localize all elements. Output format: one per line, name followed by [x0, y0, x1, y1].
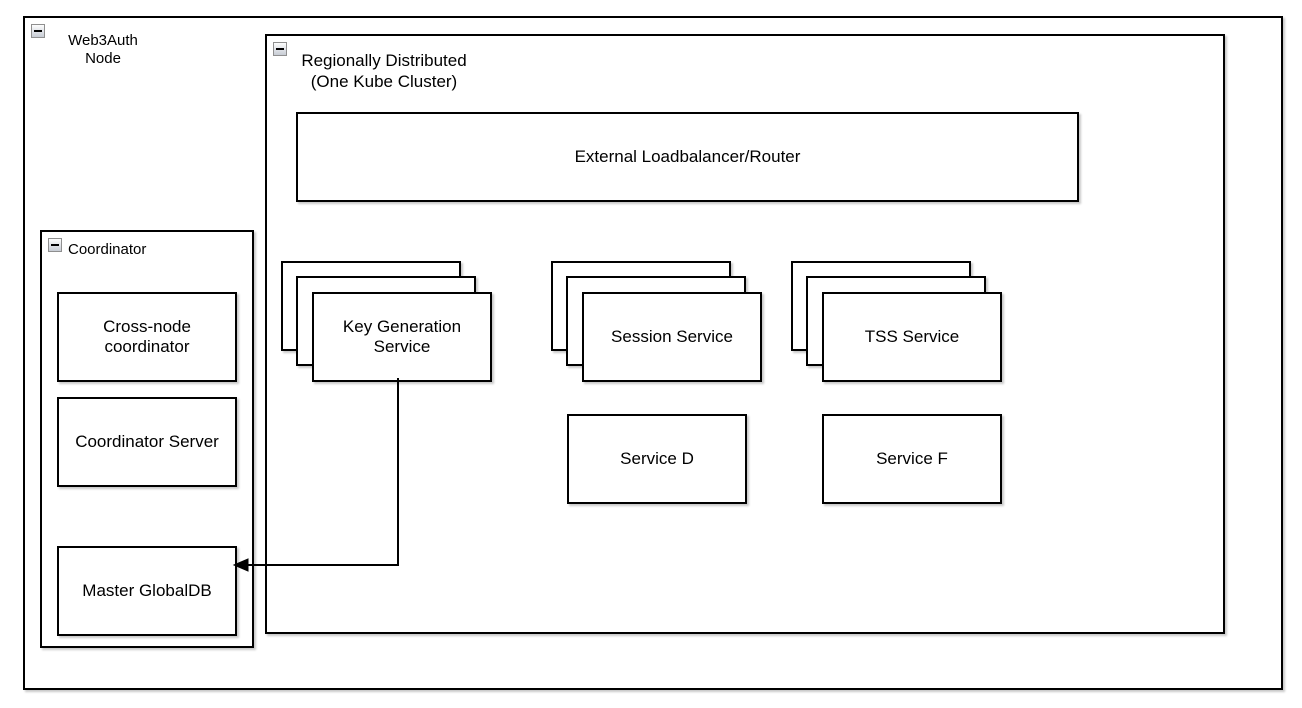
collapse-minus-icon[interactable] — [31, 24, 45, 38]
container-coordinator[interactable]: Coordinator Cross-node coordinator Coord… — [40, 230, 254, 648]
container-web3auth-node-label: Web3Auth Node — [68, 32, 138, 67]
node-service-f[interactable]: Service F — [822, 414, 1002, 504]
node-external-loadbalancer-router[interactable]: External Loadbalancer/Router — [296, 112, 1079, 202]
container-web3auth-node[interactable]: Web3Auth Node Coordinator Cross-node coo… — [23, 16, 1283, 690]
container-regionally-distributed[interactable]: Regionally Distributed (One Kube Cluster… — [265, 34, 1225, 634]
node-label: Coordinator Server — [75, 431, 219, 451]
node-label: Service D — [620, 448, 694, 468]
node-master-globaldb[interactable]: Master GlobalDB — [57, 546, 237, 636]
container-coordinator-label: Coordinator — [68, 241, 147, 258]
node-label: Session Service — [611, 326, 733, 346]
node-session-service[interactable]: Session Service — [582, 292, 762, 382]
node-label: External Loadbalancer/Router — [574, 146, 801, 166]
collapse-minus-icon[interactable] — [273, 42, 287, 56]
node-label: Master GlobalDB — [82, 580, 212, 600]
node-cross-node-coordinator[interactable]: Cross-node coordinator — [57, 292, 237, 382]
node-label: Key Generation Service — [342, 316, 462, 356]
container-regionally-distributed-label: Regionally Distributed (One Kube Cluster… — [301, 51, 467, 92]
node-tss-service[interactable]: TSS Service — [822, 292, 1002, 382]
node-label: Service F — [876, 448, 948, 468]
collapse-minus-icon[interactable] — [48, 238, 62, 252]
node-service-d[interactable]: Service D — [567, 414, 747, 504]
node-label: Cross-node coordinator — [103, 316, 191, 356]
node-label: TSS Service — [864, 326, 960, 346]
node-coordinator-server[interactable]: Coordinator Server — [57, 397, 237, 487]
node-key-generation-service[interactable]: Key Generation Service — [312, 292, 492, 382]
